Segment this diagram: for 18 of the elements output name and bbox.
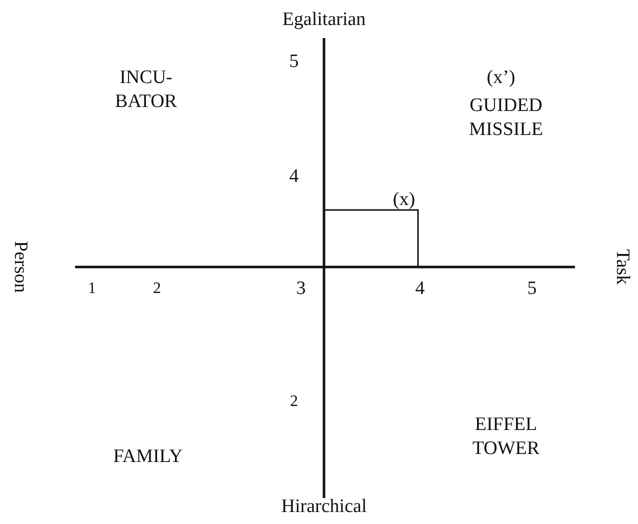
quadrant-label: EIFFEL TOWER: [471, 413, 541, 460]
axis-label: Task: [610, 249, 634, 285]
quadrant-label: GUIDED MISSILE: [468, 94, 544, 142]
tick-label: 2: [290, 392, 298, 412]
quadrant-label: INCU- BATOR: [114, 66, 178, 114]
point-label: (x’): [486, 66, 516, 90]
tick-label: 5: [527, 277, 537, 301]
axis-label: Egalitarian: [282, 8, 366, 32]
tick-label: 4: [289, 165, 299, 189]
tick-label: 2: [153, 279, 161, 299]
point-label: (x): [392, 188, 416, 212]
quadrant-label: FAMILY: [113, 445, 183, 469]
tick-label: 4: [415, 277, 425, 301]
tick-label: 3: [296, 277, 306, 301]
tick-label: 1: [88, 279, 96, 299]
tick-label: 5: [289, 50, 299, 74]
axis-label: Person: [8, 241, 32, 293]
axis-label: Hirarchical: [281, 495, 367, 519]
